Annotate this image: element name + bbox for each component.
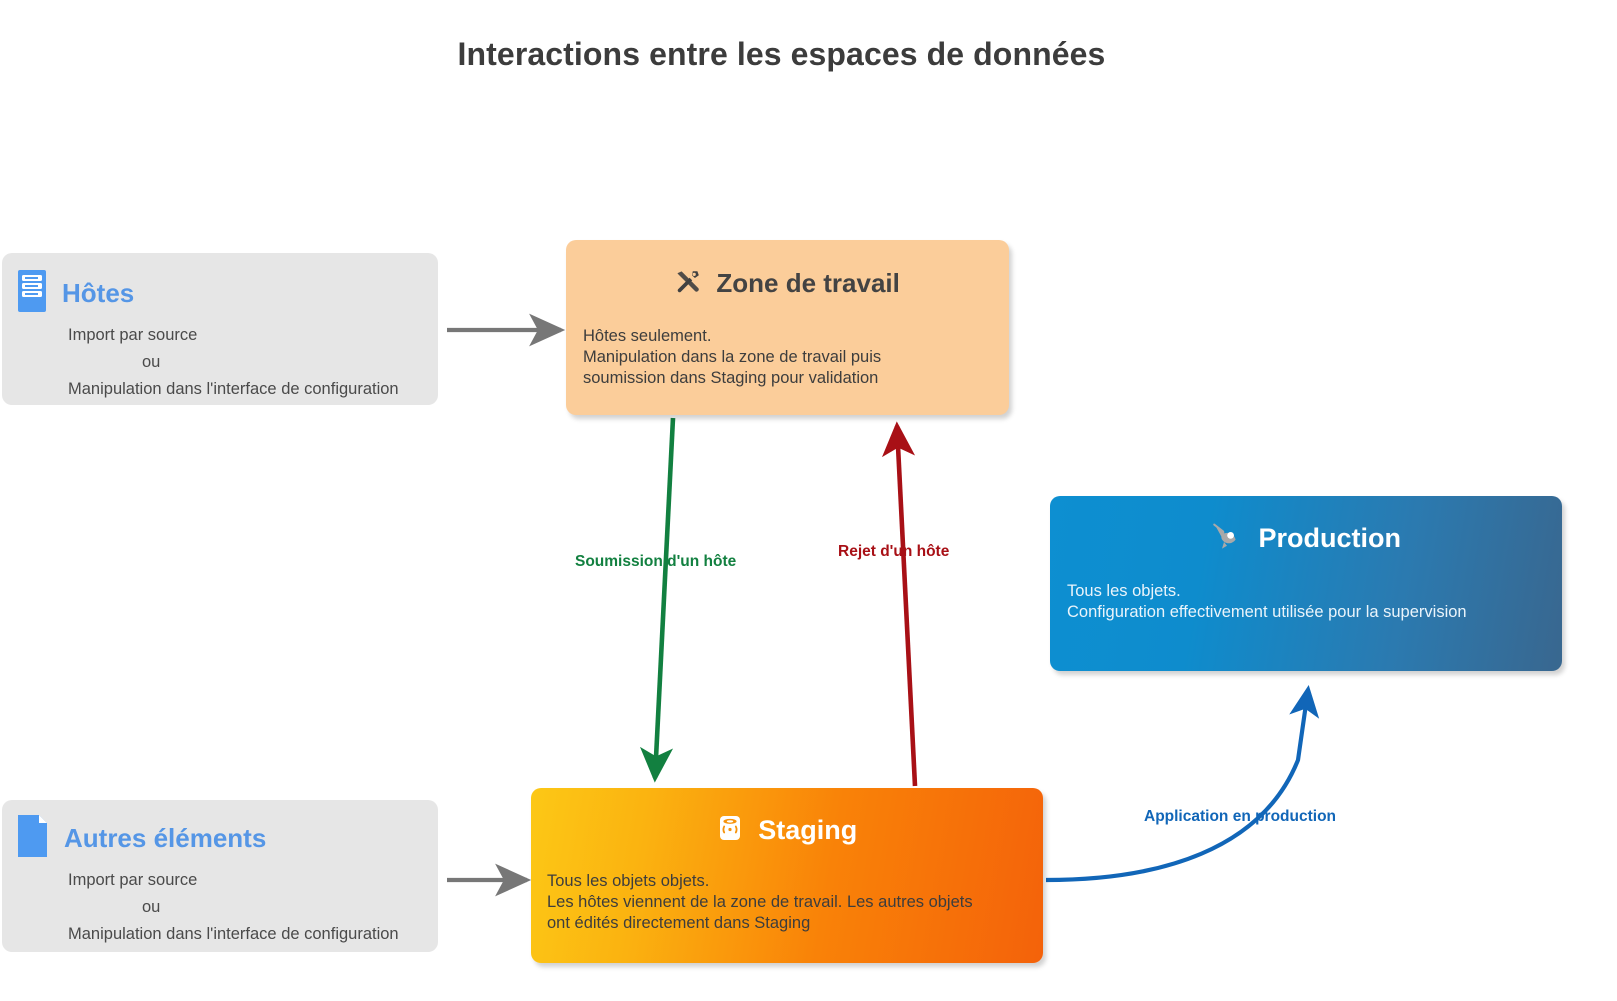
production-title-text: Production: [1258, 523, 1402, 553]
edge-label-soumission-dun-hote: Soumission d'un hôte: [575, 553, 737, 570]
autres-elements-line-3: Manipulation dans l'interface de configu…: [68, 925, 399, 943]
zone-de-travail-title-text: Zone de travail: [716, 268, 900, 298]
node-zone-de-travail[interactable]: Zone de travail Hôtes seulement. Manipul…: [566, 240, 1009, 415]
autres-elements-line-2: ou: [142, 898, 161, 916]
autres-elements-header: Autres éléments: [2, 800, 438, 863]
node-hotes[interactable]: Hôtes Import par source ou Manipulation …: [2, 253, 438, 405]
node-autres-elements[interactable]: Autres éléments Import par source ou Man…: [2, 800, 438, 952]
satellite-dish-icon: [1211, 522, 1243, 557]
hotes-line-3: Manipulation dans l'interface de configu…: [68, 380, 399, 398]
hotes-line-1: Import par source: [68, 326, 198, 344]
staging-body: Tous les objets objets. Les hôtes vienne…: [547, 872, 973, 933]
edge-label-rejet-dun-hote: Rejet d'un hôte: [838, 543, 950, 560]
hotes-line-2: ou: [142, 353, 161, 371]
page-title: Interactions entre les espaces de donnée…: [457, 36, 1106, 72]
document-page-icon: [16, 814, 50, 863]
staging-title: Staging: [531, 814, 1043, 849]
autres-elements-line-1: Import par source: [68, 871, 198, 889]
server-rack-icon: [16, 269, 48, 318]
database-icon: [717, 814, 743, 849]
staging-title-text: Staging: [758, 815, 858, 845]
hotes-header: Hôtes: [2, 253, 438, 318]
edge-label-application-en-production: Application en production: [1144, 808, 1337, 825]
production-body: Tous les objets. Configuration effective…: [1067, 582, 1467, 622]
node-production[interactable]: Production Tous les objets. Configuratio…: [1050, 496, 1562, 671]
edge-zone-travail-to-staging: [639, 417, 676, 783]
zone-de-travail-title: Zone de travail: [566, 268, 1009, 302]
production-title: Production: [1050, 522, 1562, 557]
edge-staging-to-production: [1045, 685, 1320, 883]
hammer-and-wrench-icon: [675, 269, 701, 302]
hotes-title: Hôtes: [62, 278, 135, 308]
node-staging[interactable]: Staging Tous les objets objets. Les hôte…: [531, 788, 1043, 963]
zone-de-travail-body: Hôtes seulement. Manipulation dans la zo…: [583, 327, 882, 388]
autres-elements-title: Autres éléments: [64, 823, 267, 853]
edge-staging-to-zone-travail: [881, 421, 918, 787]
